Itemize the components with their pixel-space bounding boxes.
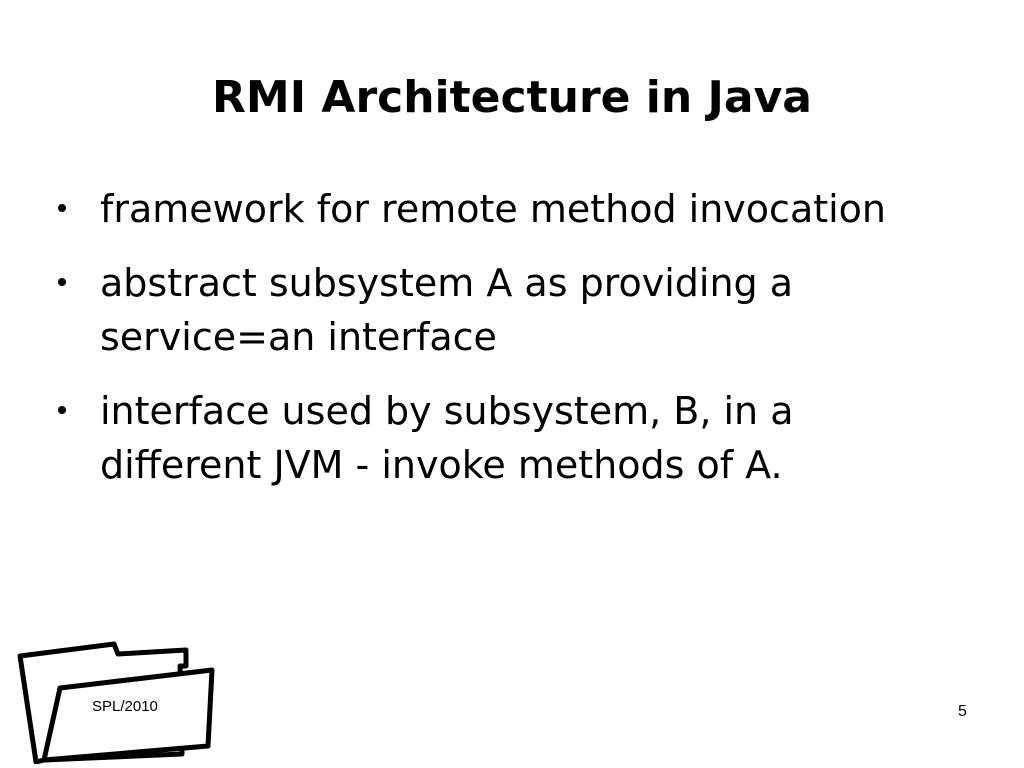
bullet-text: abstract subsystem A as providing a serv… xyxy=(100,261,794,359)
bullet-dot-icon xyxy=(58,406,66,414)
bullet-text: framework for remote method invocation xyxy=(100,187,887,231)
bullet-list: framework for remote method invocation a… xyxy=(52,182,952,512)
bullet-item: abstract subsystem A as providing a serv… xyxy=(52,256,952,364)
bullet-dot-icon xyxy=(58,278,66,286)
folder-icon xyxy=(17,641,215,764)
bullet-item: framework for remote method invocation xyxy=(52,182,952,236)
page-number: 5 xyxy=(958,703,967,720)
bullet-text: interface used by subsystem, B, in a dif… xyxy=(100,389,794,487)
bullet-item: interface used by subsystem, B, in a dif… xyxy=(52,384,952,492)
slide-title: RMI Architecture in Java xyxy=(212,72,812,123)
bullet-dot-icon xyxy=(58,204,66,212)
footer-label: SPL/2010 xyxy=(92,698,158,715)
